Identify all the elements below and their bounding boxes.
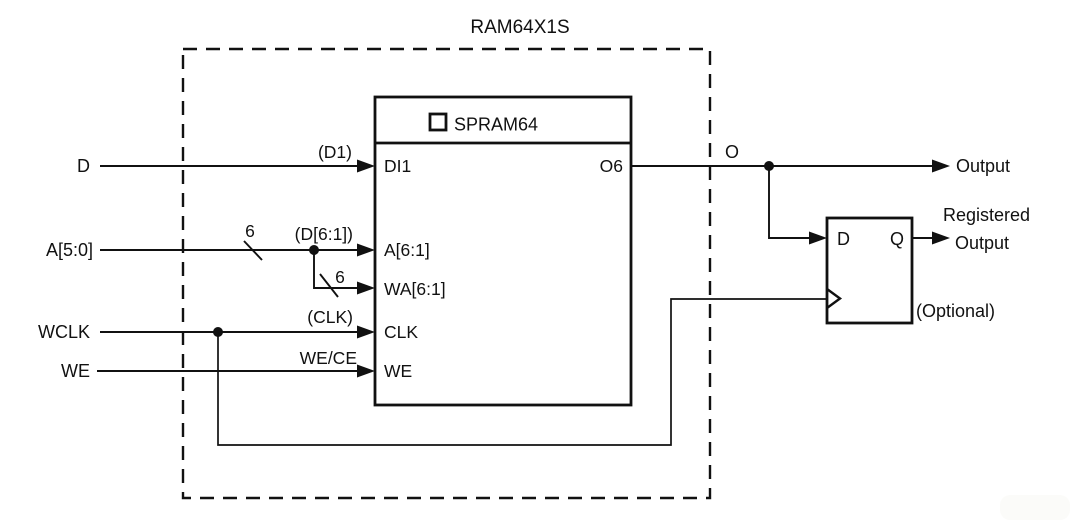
wire-ff-clock-route xyxy=(217,298,826,446)
input-net-a50: A[5:0] 6 (D[6:1]) 6 xyxy=(46,221,375,298)
diagram-title: RAM64X1S xyxy=(470,17,569,38)
arrowhead-a61 xyxy=(357,243,375,257)
input-net-d: D (D1) xyxy=(77,142,375,176)
arrowhead-we xyxy=(357,364,375,378)
bus-width-label-wa: 6 xyxy=(335,267,345,287)
flipflop-optional-label: (Optional) xyxy=(916,301,995,321)
port-label-a61: A[6:1] xyxy=(384,240,430,260)
input-label-wclk: WCLK xyxy=(38,322,90,342)
flipflop-q-label: Q xyxy=(890,229,904,249)
output-net-o: O Output xyxy=(631,142,1010,245)
bus-width-slash-a xyxy=(243,240,263,261)
input-label-d: D xyxy=(77,156,90,176)
macro-boundary-dashed-box xyxy=(181,47,712,500)
flipflop-d-label: D xyxy=(837,229,850,249)
spram64-block: SPRAM64 DI1 A[6:1] WA[6:1] CLK WE O6 xyxy=(373,95,633,407)
net-label-o: O xyxy=(725,142,739,162)
input-net-we: WE WE/CE xyxy=(61,348,375,381)
bus-width-slash-wa xyxy=(319,273,339,298)
arrowhead-wa61 xyxy=(357,281,375,295)
annotation-d61: (D[6:1]) xyxy=(295,224,353,244)
primitive-square-icon xyxy=(428,112,448,132)
port-label-we: WE xyxy=(384,361,412,381)
bus-width-label-a: 6 xyxy=(245,221,255,241)
port-label-di1: DI1 xyxy=(384,156,411,176)
spram64-header-label: SPRAM64 xyxy=(454,115,538,135)
arrowhead-output xyxy=(932,159,950,173)
annotation-wece: WE/CE xyxy=(300,348,357,368)
wire-wa-branch xyxy=(313,250,358,289)
port-label-clk: CLK xyxy=(384,322,418,342)
flipflop-outline xyxy=(825,216,914,325)
output-label: Output xyxy=(956,156,1010,176)
flipflop-clock-chevron-icon xyxy=(826,288,843,309)
arrowhead-d xyxy=(357,159,375,173)
arrowhead-ff-d xyxy=(809,231,827,245)
spram64-block-outline xyxy=(373,95,633,407)
input-label-a50: A[5:0] xyxy=(46,240,93,260)
input-net-wclk: WCLK (CLK) xyxy=(38,298,826,446)
port-label-o6: O6 xyxy=(600,156,623,176)
input-label-we: WE xyxy=(61,361,90,381)
arrowhead-clk xyxy=(357,325,375,339)
annotation-d1: (D1) xyxy=(318,142,352,162)
arrowhead-registered-output xyxy=(932,231,950,245)
watermark-artifact xyxy=(1000,495,1070,520)
registered-output-label-line1: Registered xyxy=(943,205,1030,225)
output-flipflop: D Q (Optional) Registered Output xyxy=(825,205,1030,325)
registered-output-label-line2: Output xyxy=(955,233,1009,253)
wire-ff-d-branch xyxy=(768,166,810,239)
port-label-wa61: WA[6:1] xyxy=(384,279,446,299)
annotation-clk: (CLK) xyxy=(307,307,353,327)
